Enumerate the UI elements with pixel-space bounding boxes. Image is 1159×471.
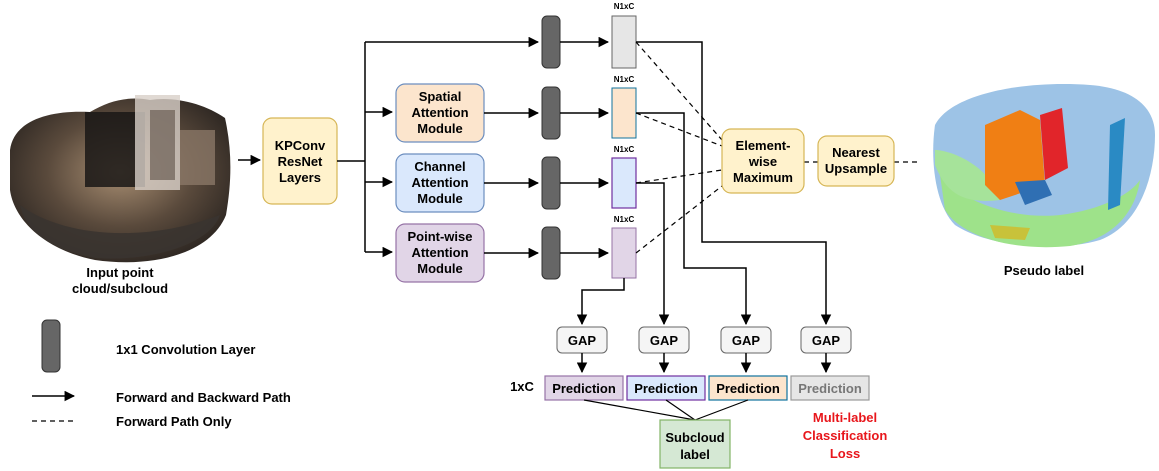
prediction-label-3: Prediction: [716, 381, 780, 396]
subcloud-line2: label: [680, 447, 710, 462]
feature-map-gray: [611, 15, 637, 69]
forward-only-paths: [635, 41, 918, 254]
feature-label-2: N1xC: [614, 75, 635, 84]
prediction-label-4: Prediction: [798, 381, 862, 396]
gap-label-3: GAP: [732, 333, 761, 348]
subcloud-label-box: [659, 419, 731, 469]
gap-label-1: GAP: [568, 333, 597, 348]
conv-layers: [541, 15, 561, 280]
subcloud-line1: Subcloud: [665, 430, 724, 445]
channel-line2: Attention: [411, 175, 468, 190]
legend-conv-label: 1x1 Convolution Layer: [116, 342, 255, 357]
elementmax-line2: wise: [748, 154, 777, 169]
legend: 1x1 Convolution Layer Forward and Backwa…: [32, 319, 291, 429]
input-point-cloud-image: [10, 95, 231, 263]
output-caption: Pseudo label: [1004, 263, 1084, 278]
upsample-line1: Nearest: [832, 145, 880, 160]
pseudo-label-image: [933, 84, 1155, 248]
prediction-to-subcloud-lines: [583, 399, 749, 421]
feature-to-gap-paths: [576, 41, 832, 326]
pointwise-line3: Module: [417, 261, 463, 276]
nearest-upsample-box: [817, 135, 895, 187]
input-caption-line2: cloud/subcloud: [72, 281, 168, 296]
backbone-line1: KPConv: [275, 138, 326, 153]
upsample-line2: Upsample: [825, 161, 887, 176]
conv-layer-4: [541, 226, 561, 280]
gap-to-prediction-arrows: [576, 353, 832, 374]
conv-layer-1: [541, 15, 561, 69]
prediction-box-spatial: [708, 375, 788, 401]
prediction-label-1: Prediction: [552, 381, 616, 396]
pointwise-line2: Attention: [411, 245, 468, 260]
loss-line1: Multi-label: [813, 410, 877, 425]
feature-label-3: N1xC: [614, 145, 635, 154]
prediction-label-2: Prediction: [634, 381, 698, 396]
feature-map-pointwise: [611, 227, 637, 279]
conv-layer-2: [541, 86, 561, 140]
gap-label-2: GAP: [650, 333, 679, 348]
module-to-conv-arrows: [484, 107, 540, 259]
backbone-line2: ResNet: [278, 154, 323, 169]
spatial-line1: Spatial: [419, 89, 462, 104]
pointwise-line1: Point-wise: [407, 229, 472, 244]
gap-boxes: [556, 326, 852, 354]
row-label-1xc: 1xC: [510, 379, 534, 394]
channel-line3: Module: [417, 191, 463, 206]
loss-line3: Loss: [830, 446, 860, 461]
elementmax-line1: Element-: [736, 138, 791, 153]
elementmax-line3: Maximum: [733, 170, 793, 185]
feature-label-4: N1xC: [614, 215, 635, 224]
feature-map-channel: [611, 157, 637, 209]
backbone-line3: Layers: [279, 170, 321, 185]
prediction-box-pointwise: [544, 375, 624, 401]
channel-line1: Channel: [414, 159, 465, 174]
gap-label-4: GAP: [812, 333, 841, 348]
spatial-line3: Module: [417, 121, 463, 136]
feature-label-1: N1xC: [614, 2, 635, 11]
element-wise-maximum-box: [721, 128, 805, 194]
prediction-box-gray: [790, 375, 870, 401]
input-caption-line1: Input point: [86, 265, 154, 280]
loss-line2: Classification: [803, 428, 888, 443]
spatial-line2: Attention: [411, 105, 468, 120]
feature-map-spatial: [611, 87, 637, 139]
conv-to-feature-arrows: [560, 36, 610, 259]
legend-forward-only-label: Forward Path Only: [116, 414, 232, 429]
backbone-fanout-connectors: [337, 36, 540, 258]
conv-layer-3: [541, 156, 561, 210]
legend-conv-swatch: [41, 319, 61, 373]
legend-forward-backward-label: Forward and Backward Path: [116, 390, 291, 405]
